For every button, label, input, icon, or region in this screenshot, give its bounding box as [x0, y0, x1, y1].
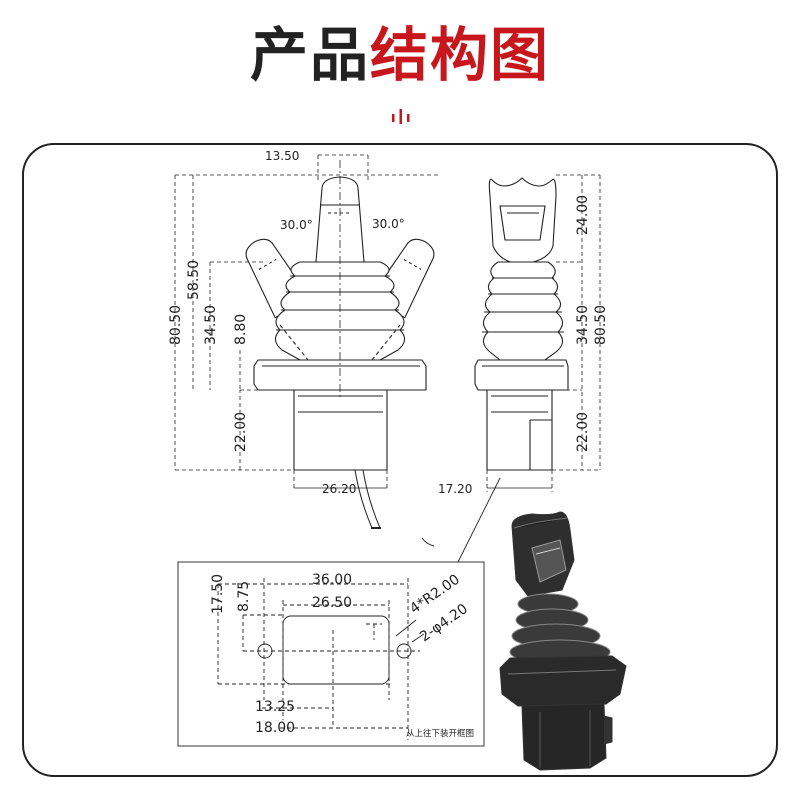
cutout-height-cut-label: 8.75: [236, 581, 252, 612]
cutout-hole-spacing-label: 36.00: [312, 572, 352, 588]
front-top-width-label: 13.50: [265, 149, 299, 163]
side-base-height-label: 22.00: [575, 412, 591, 452]
side-boot-height-label: 34.50: [575, 305, 591, 345]
drawing-frame: [22, 143, 778, 777]
front-angle-right-label: 30.0°: [372, 217, 405, 231]
product-3d-image: [499, 511, 627, 771]
side-boot-bellows: [482, 261, 564, 361]
cutout-width-label: 26.50: [312, 595, 352, 611]
side-base-width-label: 17.20: [438, 482, 472, 496]
front-dimensions: [174, 154, 440, 490]
front-flange-height-label: 8.80: [233, 314, 249, 345]
divider-bars-icon: [392, 109, 410, 124]
side-total-height-label: 80.50: [593, 305, 609, 345]
leader-line: [457, 477, 501, 563]
side-handle-height-label: 24.00: [575, 195, 591, 235]
front-base: [293, 389, 388, 471]
cutout-drawing: [217, 578, 425, 740]
cutout-height-half-label: 17.50: [210, 574, 226, 614]
cutout-offset-label: 13.25: [255, 699, 295, 715]
front-base-width-label: 26.20: [322, 482, 356, 496]
side-base: [486, 389, 553, 471]
side-flange: [474, 359, 569, 391]
page-title: 产品结构图: [0, 20, 800, 90]
front-view: [245, 160, 435, 529]
front-angle-left-label: 30.0°: [280, 218, 313, 232]
side-dimensions: [486, 174, 601, 492]
front-total-height-label: 80.50: [168, 305, 184, 345]
cutout-half-width-label: 18.00: [255, 720, 295, 736]
product-base: [521, 703, 607, 771]
front-boot-height-label: 34.50: [203, 305, 219, 345]
front-cable: [354, 469, 381, 529]
front-upper-height-label: 58.50: [186, 260, 202, 300]
side-view: [474, 177, 569, 471]
side-handle: [488, 177, 557, 265]
cutout-panel: [177, 561, 485, 747]
title-part-2: 结构图: [370, 21, 551, 89]
product-flange: [499, 655, 627, 707]
product-boot: [509, 593, 611, 665]
front-base-height-label: 22.00: [233, 412, 249, 452]
cutout-note: 从上往下装开框图: [406, 728, 474, 739]
title-part-1: 产品: [249, 21, 370, 89]
